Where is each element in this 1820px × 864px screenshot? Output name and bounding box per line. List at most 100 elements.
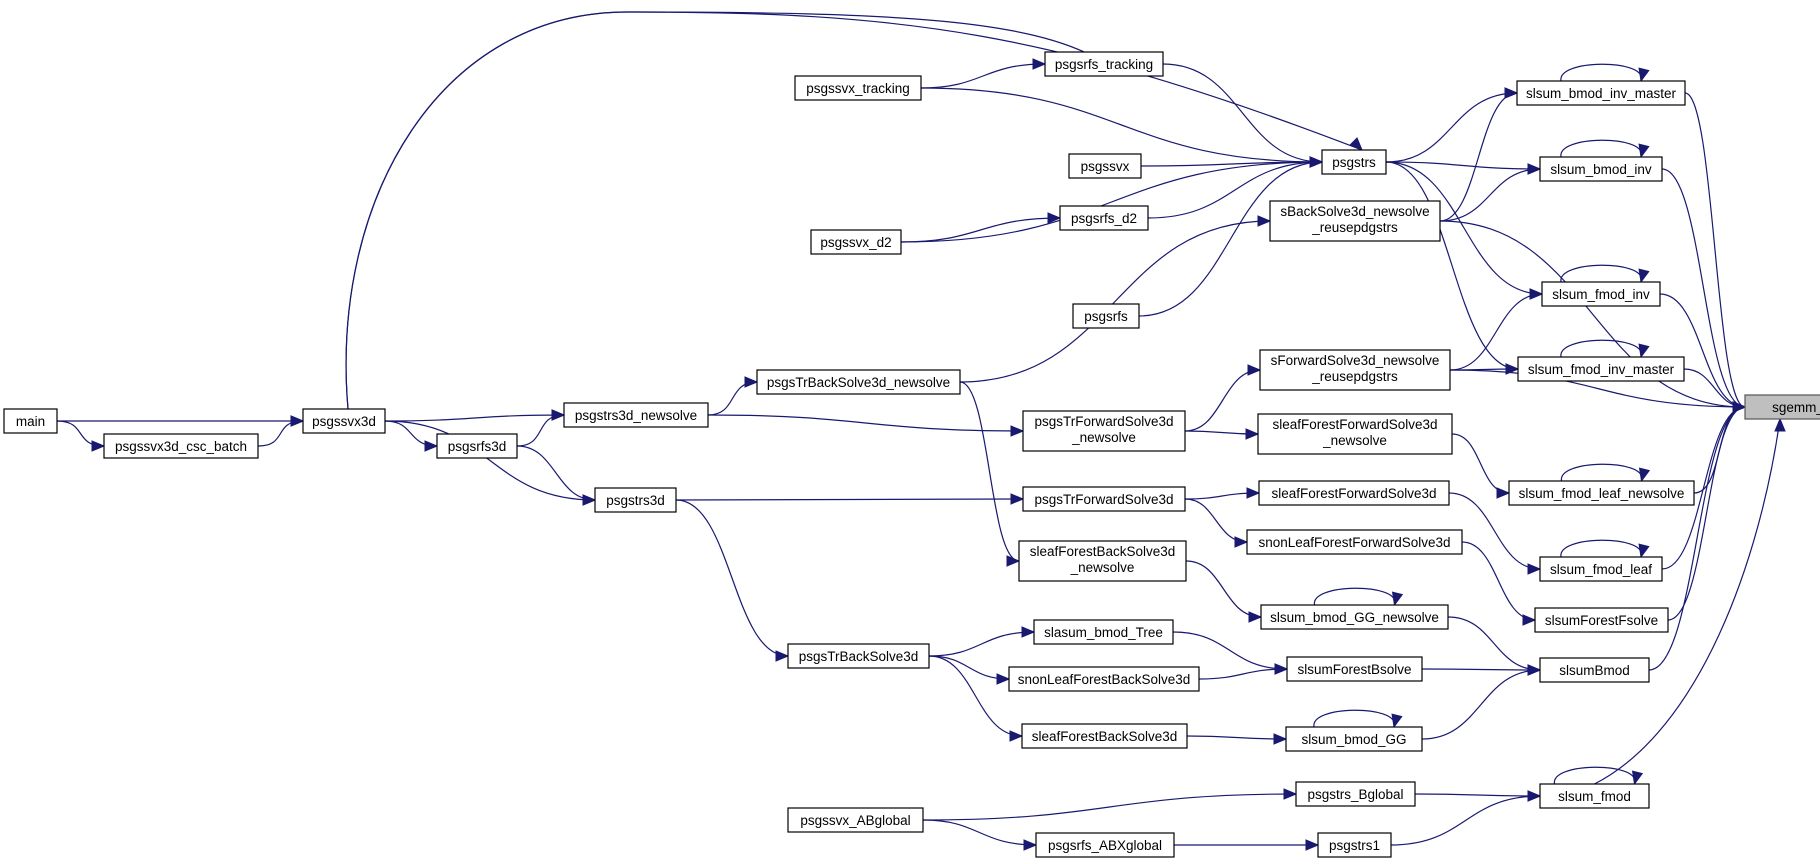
edge-slsumForestFsolve-snonLeafForestForwardSolve3d [1461, 541, 1536, 621]
graph-node-slsum_fmod_leaf[interactable]: slsum_fmod_leaf [1539, 556, 1663, 582]
graph-node-snonLeafForestForwardSolve3d[interactable]: snonLeafForestForwardSolve3d [1246, 529, 1463, 555]
node-label: _newsolve [1070, 560, 1135, 575]
node-label: psgstrs3d [606, 493, 665, 508]
edge-slsum_bmod_inv_master-slsum_bmod_inv_master [1560, 63, 1642, 82]
edge-slsum_fmod_leaf-sleafForestForwardSolve3d-arrow [1527, 563, 1542, 575]
graph-node-sBackSolve3d_newsolve_reusepdgstrs[interactable]: sBackSolve3d_newsolve_reusepdgstrs [1269, 200, 1441, 242]
graph-node-psgsrfs[interactable]: psgsrfs [1072, 303, 1140, 329]
graph-node-psgssvx[interactable]: psgssvx [1068, 153, 1142, 179]
edge-slsum_bmod_inv_master-sBackSolve3d_newsolve_reusepdgstrs-arrow [1504, 87, 1519, 99]
node-label: slsum_fmod [1558, 789, 1631, 804]
graph-node-slsumForestBsolve[interactable]: slsumForestBsolve [1286, 656, 1423, 682]
graph-node-psgsrfs_ABXglobal[interactable]: psgsrfs_ABXglobal [1035, 832, 1175, 858]
graph-node-psgstrs1[interactable]: psgstrs1 [1317, 832, 1392, 858]
edge-slsum_fmod_inv-slsum_fmod_inv [1560, 264, 1642, 283]
edge-psgsrfs_tracking-psgssvx_tracking [920, 63, 1046, 89]
node-label: sleafForestBackSolve3d [1032, 729, 1178, 744]
edge-slsum_bmod_GG-slsum_bmod_GG-arrow [1391, 713, 1403, 729]
graph-node-psgssvx3d_csc_batch[interactable]: psgssvx3d_csc_batch [103, 433, 259, 459]
edge-psgsrfs_ABXglobal-psgssvx_ABglobal-arrow [1023, 839, 1038, 851]
graph-node-snonLeafForestBackSolve3d[interactable]: snonLeafForestBackSolve3d [1008, 666, 1200, 692]
edge-slasum_bmod_Tree-psgsTrBackSolve3d-arrow [1021, 626, 1036, 638]
graph-node-psgssvx_ABglobal[interactable]: psgssvx_ABglobal [787, 807, 924, 833]
node-box [1246, 529, 1463, 555]
edge-slsum_bmod_inv-sBackSolve3d_newsolve_reusepdgstrs [1439, 168, 1541, 222]
graph-node-slsum_fmod_leaf_newsolve[interactable]: slsum_fmod_leaf_newsolve [1508, 480, 1695, 506]
graph-node-slsumForestFsolve[interactable]: slsumForestFsolve [1534, 607, 1669, 633]
edge-psgstrs1-psgsrfs_ABXglobal-arrow [1305, 839, 1320, 851]
graph-node-psgsrfs_d2[interactable]: psgsrfs_d2 [1059, 205, 1149, 231]
edge-slsum_bmod_inv-slsum_bmod_inv [1560, 139, 1642, 158]
graph-node-sleafForestBackSolve3d[interactable]: sleafForestBackSolve3d [1021, 723, 1188, 749]
node-box [756, 369, 961, 395]
graph-node-psgstrs_Bglobal[interactable]: psgstrs_Bglobal [1295, 781, 1416, 807]
edge-slsum_fmod_leaf-slsum_fmod_leaf [1560, 539, 1642, 558]
node-box [1033, 619, 1174, 645]
graph-node-main[interactable]: main [3, 408, 58, 434]
edge-slsum_fmod-psgstrs1-arrow [1527, 790, 1542, 802]
graph-node-slasum_bmod_Tree[interactable]: slasum_bmod_Tree [1033, 619, 1174, 645]
edge-psgsrfs_tracking-psgssvx_tracking-arrow [1032, 58, 1047, 70]
graph-node-sleafForestForwardSolve3d_newsolve[interactable]: sleafForestForwardSolve3d_newsolve [1257, 413, 1453, 455]
graph-node-slsum_bmod_GG_newsolve[interactable]: slsum_bmod_GG_newsolve [1260, 604, 1449, 630]
edge-sgemm-slsum_bmod_inv_master [1684, 92, 1746, 408]
edge-sgemm-slsum_bmod_inv [1661, 168, 1746, 408]
graph-node-psgsTrForwardSolve3d_newsolve[interactable]: psgsTrForwardSolve3d_newsolve [1022, 410, 1186, 452]
edge-snonLeafForestForwardSolve3d-psgsTrForwardSolve3d [1184, 498, 1248, 543]
graph-node-psgstrs3d_newsolve[interactable]: psgstrs3d_newsolve [563, 402, 709, 428]
graph-node-slsum_bmod_GG[interactable]: slsum_bmod_GG [1285, 726, 1423, 752]
edge-slsum_fmod-psgstrs_Bglobal [1414, 793, 1541, 797]
graph-node-psgsTrBackSolve3d[interactable]: psgsTrBackSolve3d [787, 643, 930, 669]
edge-slsum_fmod_inv-sForwardSolve3d_newsolve_reusepdgstrs-arrow [1529, 288, 1544, 300]
graph-node-psgssvx_tracking[interactable]: psgssvx_tracking [794, 75, 922, 101]
graph-node-psgstrs3d[interactable]: psgstrs3d [594, 487, 677, 513]
edge-slsum_fmod_leaf_newsolve-slsum_fmod_leaf_newsolve [1560, 463, 1643, 482]
graph-node-sForwardSolve3d_newsolve_reusepdgstrs[interactable]: sForwardSolve3d_newsolve_reusepdgstrs [1259, 349, 1451, 391]
graph-node-sleafForestBackSolve3d_newsolve[interactable]: sleafForestBackSolve3d_newsolve [1018, 540, 1187, 582]
graph-node-slsum_fmod[interactable]: slsum_fmod [1539, 783, 1650, 809]
node-box [1539, 556, 1663, 582]
edge-slasum_bmod_Tree-psgsTrBackSolve3d [928, 631, 1035, 657]
edge-slsum_fmod_inv-slsum_fmod_inv-arrow [1638, 268, 1650, 284]
node-label: psgsrfs_d2 [1071, 211, 1137, 226]
edge-slsum_fmod_inv-sForwardSolve3d_newsolve_reusepdgstrs [1449, 293, 1543, 371]
edge-psgstrs3d-psgsrfs3d-arrow [582, 494, 597, 506]
graph-node-slsum_fmod_inv[interactable]: slsum_fmod_inv [1541, 281, 1661, 307]
node-label: psgsrfs_tracking [1055, 57, 1153, 72]
node-box [1269, 200, 1441, 242]
edge-sleafForestBackSolve3d-psgsTrBackSolve3d-arrow [1009, 730, 1024, 742]
graph-node-sleafForestForwardSolve3d[interactable]: sleafForestForwardSolve3d [1258, 480, 1450, 506]
node-box [1321, 149, 1387, 175]
edge-psgsTrBackSolve3d-psgstrs3d-arrow [775, 650, 790, 662]
graph-node-psgsrfs3d[interactable]: psgsrfs3d [436, 433, 518, 459]
edge-psgssvx3d-psgssvx3d_csc_batch-arrow [290, 415, 305, 427]
node-box [1257, 413, 1453, 455]
graph-node-psgssvx3d[interactable]: psgssvx3d [302, 408, 386, 434]
edge-slsum_fmod-slsum_fmod [1553, 766, 1636, 785]
edge-slsum_fmod_inv_master-slsum_fmod_inv_master [1560, 339, 1642, 358]
graph-node-slsum_bmod_inv[interactable]: slsum_bmod_inv [1539, 156, 1663, 182]
graph-node-slsumBmod[interactable]: slsumBmod [1539, 657, 1650, 683]
node-box [1044, 51, 1164, 77]
node-label: sleafForestForwardSolve3d [1271, 486, 1436, 501]
edge-psgstrs-psgsrfs-arrow [1309, 156, 1324, 168]
edge-slsum_bmod_inv_master-psgstrs [1385, 92, 1518, 163]
graph-node-sgemm[interactable]: sgemm_ [1744, 394, 1820, 420]
edge-psgstrs_Bglobal-psgssvx_ABglobal [922, 793, 1297, 821]
graph-node-psgssvx_d2[interactable]: psgssvx_d2 [810, 229, 902, 255]
graph-node-slsum_bmod_inv_master[interactable]: slsum_bmod_inv_master [1516, 80, 1686, 106]
graph-node-slsum_fmod_inv_master[interactable]: slsum_fmod_inv_master [1517, 356, 1685, 382]
node-box [302, 408, 386, 434]
edge-psgstrs3d-psgsrfs3d [516, 445, 596, 501]
node-box [1021, 723, 1188, 749]
node-label: slsum_fmod_leaf_newsolve [1519, 486, 1685, 501]
node-box [1539, 657, 1650, 683]
edge-psgssvx3d_csc_batch-main [56, 420, 105, 447]
graph-node-psgsTrBackSolve3d_newsolve[interactable]: psgsTrBackSolve3d_newsolve [756, 369, 961, 395]
graph-node-psgsrfs_tracking[interactable]: psgsrfs_tracking [1044, 51, 1164, 77]
node-label: psgssvx_tracking [806, 81, 910, 96]
graph-node-psgsTrForwardSolve3d[interactable]: psgsTrForwardSolve3d [1022, 486, 1186, 512]
graph-node-psgstrs[interactable]: psgstrs [1321, 149, 1387, 175]
edge-sForwardSolve3d_newsolve_reusepdgstrs-psgsTrForwardSolve3d_newsolve-arrow [1247, 364, 1262, 376]
